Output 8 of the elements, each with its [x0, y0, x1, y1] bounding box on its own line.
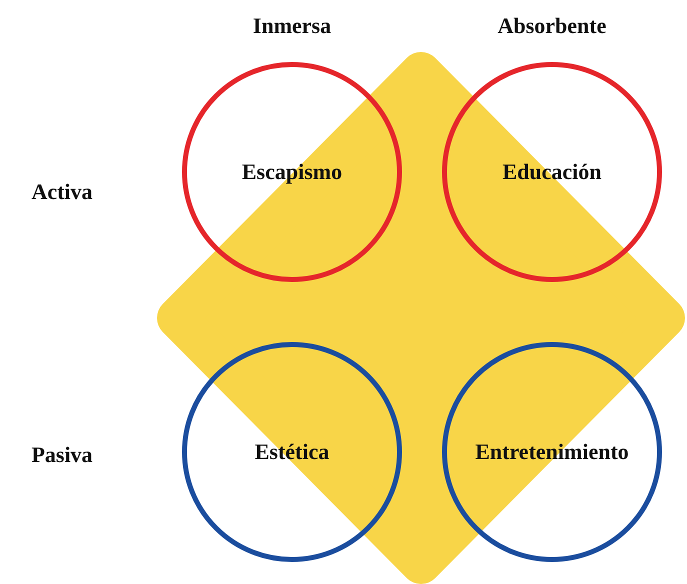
axis-label: Absorbente [498, 13, 606, 39]
circle-node [442, 62, 662, 282]
circle-node [182, 342, 402, 562]
axis-label: Pasiva [31, 442, 93, 468]
axis-label: Activa [31, 179, 93, 205]
circle-node [442, 342, 662, 562]
circle-node [182, 62, 402, 282]
axis-label: Inmersa [252, 13, 332, 39]
